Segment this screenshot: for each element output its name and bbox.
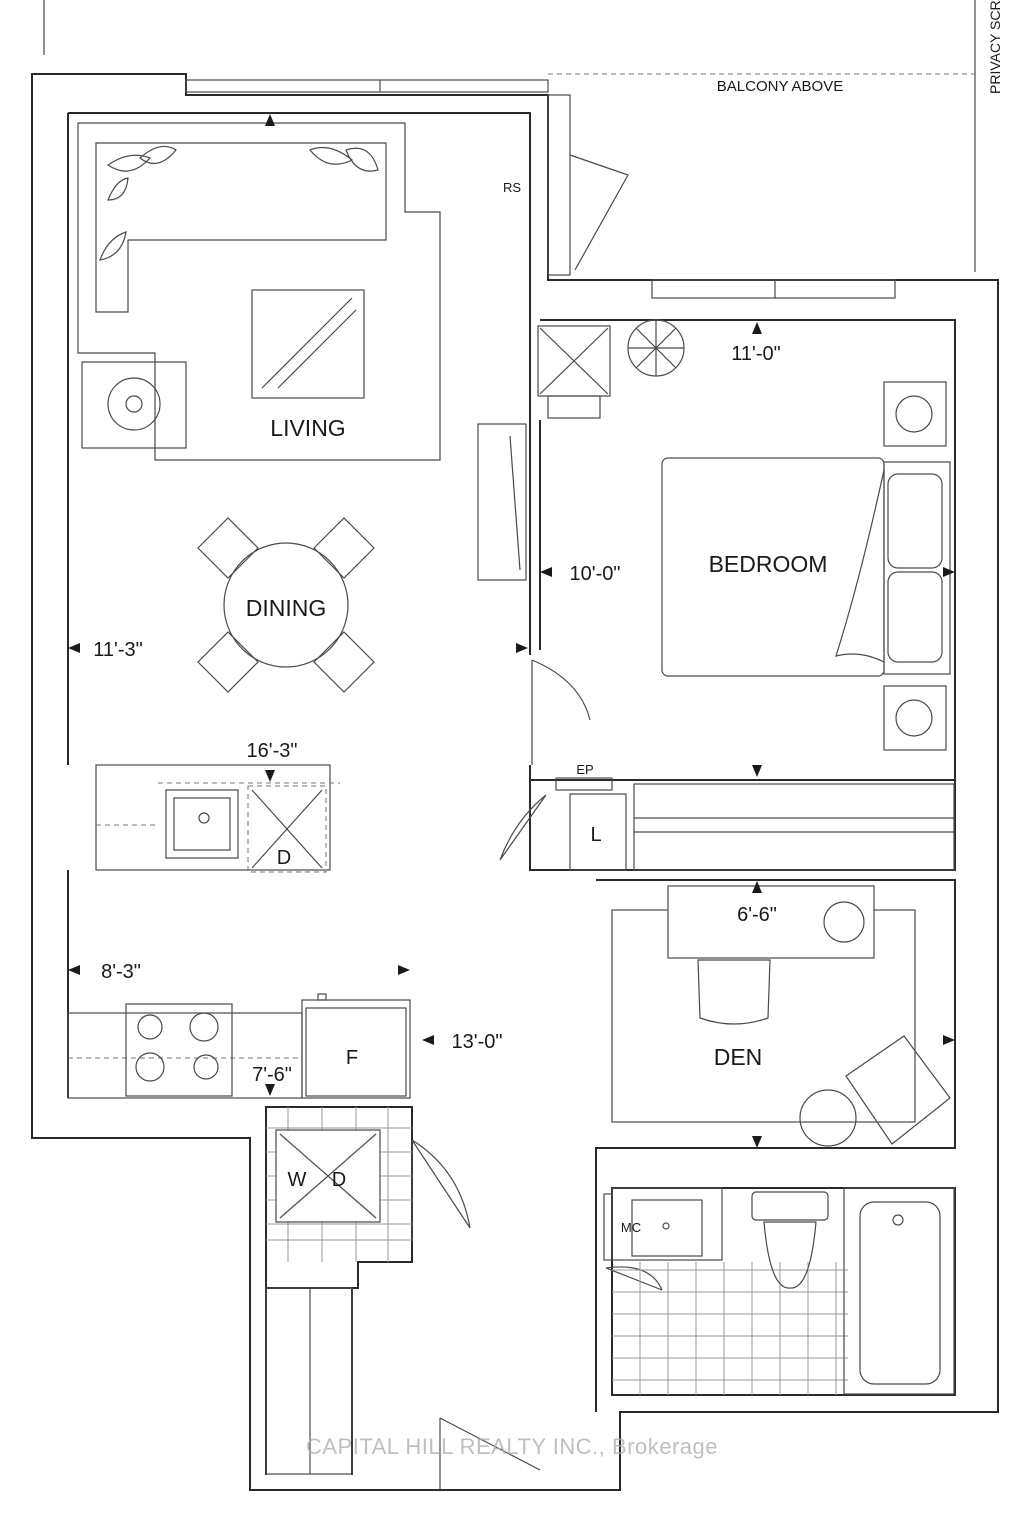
kitchen-sink	[165, 789, 239, 859]
mc-label: MC	[621, 1220, 641, 1235]
ep-label: EP	[576, 762, 593, 777]
living-label: LIVING	[270, 415, 345, 441]
plant	[627, 319, 685, 377]
dishwasher	[247, 785, 327, 873]
lounge-chair	[799, 1035, 951, 1147]
living-depth-dim: 16'-3"	[247, 740, 298, 762]
ep-panel	[555, 777, 613, 791]
side-table-lamp	[81, 361, 187, 449]
medicine-cabinet	[603, 1193, 613, 1261]
tv-console	[477, 423, 527, 581]
fridge-label: F	[346, 1047, 358, 1069]
fridge	[301, 993, 411, 1099]
dimension-arrows	[68, 114, 955, 1148]
nightstand-top	[883, 381, 947, 447]
den-width-dim: 6'-6"	[737, 904, 777, 926]
toilet	[751, 1191, 829, 1289]
interior-walls	[265, 280, 956, 1475]
desk-chair	[697, 959, 771, 1025]
laundry-closet	[266, 1107, 412, 1262]
entry-closet	[265, 1287, 353, 1475]
privacy-screen-label: PRIVACY SCR	[987, 0, 1003, 94]
kitchen-depth-dim: 7'-6"	[252, 1064, 292, 1086]
kitchen-width-dim: 8'-3"	[101, 961, 141, 983]
den-label: DEN	[714, 1044, 763, 1070]
dining-set	[197, 517, 375, 693]
dryer-label: D	[332, 1169, 346, 1191]
bed	[661, 457, 951, 677]
bedroom-width-dim: 11'-0"	[731, 343, 780, 365]
bathtub	[843, 1187, 955, 1395]
bedroom-closet	[633, 783, 955, 871]
exterior-walls	[31, 0, 999, 1491]
coffee-table	[251, 289, 365, 399]
washer-label: W	[288, 1169, 307, 1191]
kitchen-counter-upper	[95, 764, 340, 871]
bedroom-window	[651, 279, 896, 299]
balcony-label: BALCONY ABOVE	[717, 78, 843, 95]
bedroom-depth-dim: 10'-0"	[570, 563, 621, 585]
living-window	[185, 79, 549, 93]
bathroom-floor-tiles	[612, 1262, 848, 1395]
linen-label: L	[590, 824, 601, 846]
watermark: CAPITAL HILL REALTY INC., Brokerage	[305, 1434, 719, 1459]
rs-label: RS	[503, 180, 521, 195]
desk	[667, 885, 875, 959]
sofa	[77, 122, 441, 461]
bedroom-label: BEDROOM	[709, 551, 828, 577]
dishwasher-label: D	[277, 847, 291, 869]
range-cooktop	[125, 1003, 233, 1097]
nightstand-bottom	[883, 685, 947, 751]
den-depth-dim: 13'-0"	[452, 1031, 503, 1053]
living-width-dim: 11'-3"	[93, 639, 142, 661]
door-swings	[411, 659, 663, 1490]
dining-label: DINING	[246, 595, 327, 621]
balcony-door	[547, 94, 629, 276]
linen-closet	[569, 793, 627, 871]
bedroom-dresser	[537, 325, 611, 419]
